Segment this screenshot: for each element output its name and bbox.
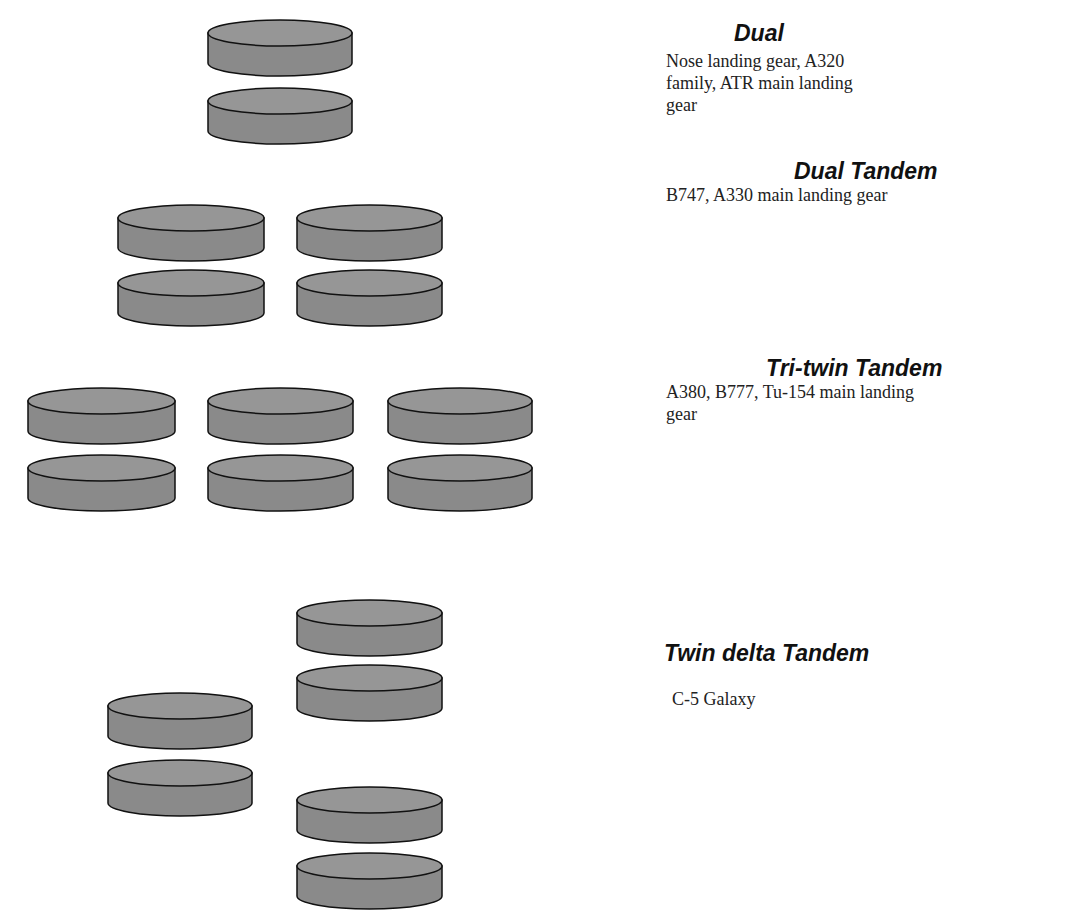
tire-top <box>297 665 442 691</box>
aircraft-examples: C-5 Galaxy <box>672 688 972 710</box>
tire-top <box>28 388 175 414</box>
tire-top <box>108 693 252 719</box>
gear-type-heading: Dual <box>734 20 1034 47</box>
tire-top <box>208 20 352 46</box>
aircraft-examples: A380, B777, Tu-154 main landing gear <box>666 381 916 425</box>
tire-top <box>297 600 442 626</box>
tire-top <box>297 853 442 879</box>
tire-top <box>108 760 252 786</box>
tire-top <box>297 787 442 813</box>
tire-top <box>388 388 532 414</box>
tire-top <box>208 88 352 114</box>
tire-top <box>118 205 264 231</box>
gear-type-heading: Tri-twin Tandem <box>766 355 1066 382</box>
gear-type-heading: Dual Tandem <box>794 158 1054 185</box>
gear-type-heading: Twin delta Tandem <box>664 640 1064 667</box>
tire-top <box>208 455 353 481</box>
tire-top <box>388 455 532 481</box>
tire-top <box>208 388 353 414</box>
tire-top <box>297 205 442 231</box>
tire-top <box>297 270 442 296</box>
tire-top <box>28 455 175 481</box>
aircraft-examples: B747, A330 main landing gear <box>666 184 926 206</box>
aircraft-examples: Nose landing gear, A320 family, ATR main… <box>666 50 886 116</box>
tire-top <box>118 270 264 296</box>
